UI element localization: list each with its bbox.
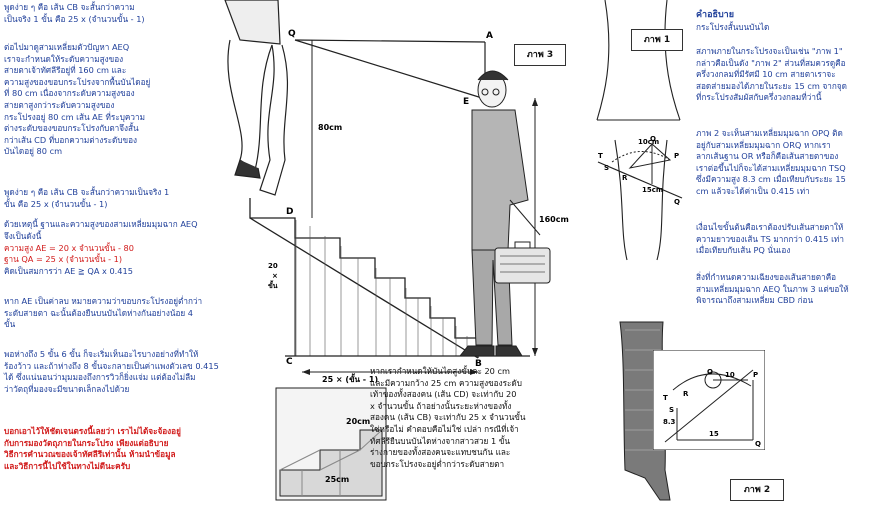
svg-text:S: S <box>604 164 609 172</box>
label-20cm: 20cm <box>346 417 370 426</box>
left-triangle-intro: ด้วยเหตุนี้ ฐานและความสูงของสามเหลี่ยมมุ… <box>4 219 198 241</box>
figure-3-label: ภาพ 3 <box>514 44 566 66</box>
label-25cm: 25cm <box>325 475 349 484</box>
stairs-diagram: Q A E C B D 80cm 160cm 20 × ขั้น 25 × (ข… <box>224 0 569 501</box>
left-disclaimer: บอกเอาไว้ให้ชัดเจนตรงนี้เลยว่า เราไม่ได้… <box>4 426 181 471</box>
right-paragraph-3: เงื่อนไขขั้นต้นคือเราต้องปรับเส้นสายตาให… <box>696 222 844 256</box>
figure-1-label: ภาพ 1 <box>631 29 683 51</box>
svg-text:T: T <box>663 394 668 402</box>
svg-text:R: R <box>683 390 689 398</box>
sightline-qe <box>294 39 483 99</box>
right-paragraph-1: สภาพภายในกระโปรงจะเป็นเช่น "ภาพ 1" กล่าว… <box>696 46 847 103</box>
svg-text:S: S <box>669 406 674 414</box>
svg-text:×: × <box>272 272 278 280</box>
label-base: 25 × (ขั้น - 1) <box>322 373 378 384</box>
man-illustration <box>458 70 541 357</box>
label-d: D <box>286 207 293 217</box>
label-160cm: 160cm <box>539 215 569 224</box>
left-height-formula: ความสูง AE = 20 x จำนวนขั้น - 80 <box>4 243 134 253</box>
right-subheading: กระโปรงสั้นบนบันได <box>696 22 770 32</box>
left-cb-note: พูดง่าย ๆ คือ เส้น CB จะสั้นกว่าความเป็น… <box>4 187 170 209</box>
figure-1-geometry: 10cm O P R Q S T 15cm <box>597 135 683 206</box>
svg-text:Q: Q <box>755 440 761 448</box>
left-aeq-explanation: ต่อไปมาดูสามเหลี่ยมตัวปัญหา AEQ เราจะกำห… <box>4 42 151 157</box>
svg-text:R: R <box>622 174 628 182</box>
staircase <box>249 198 479 359</box>
left-equation: คิดเป็นสมการว่า AE ≧ QA x 0.415 <box>4 266 133 276</box>
svg-text:Q: Q <box>674 198 680 206</box>
svg-text:10cm: 10cm <box>638 138 659 146</box>
svg-text:P: P <box>753 371 758 379</box>
svg-text:T: T <box>598 152 603 160</box>
svg-text:P: P <box>674 152 679 160</box>
figure-1-legs <box>596 0 681 261</box>
line-qa <box>294 39 486 43</box>
right-heading: คำอธิบาย <box>696 10 735 20</box>
label-q: Q <box>288 29 296 39</box>
svg-text:ขั้น: ขั้น <box>268 279 278 290</box>
label-80cm: 80cm <box>318 123 342 132</box>
svg-text:8.3: 8.3 <box>663 418 676 426</box>
label-c: C <box>286 357 293 367</box>
label-e: E <box>463 97 469 107</box>
svg-text:O: O <box>650 135 656 143</box>
label-b: B <box>475 359 482 369</box>
left-negative-note: หาก AE เป็นค่าลบ หมายความว่าขอบกระโปรงอย… <box>4 296 203 330</box>
middle-caption: หากเรากำหนดให้บันไดสูงขั้นละ 20 cm และมี… <box>370 366 526 469</box>
svg-text:10: 10 <box>725 371 735 379</box>
label-a: A <box>486 31 493 41</box>
right-paragraph-4: สิ่งที่กำหนดความเฉียงของเส้นสายตาคือ สาม… <box>696 272 849 306</box>
briefcase-icon <box>494 241 551 284</box>
left-base-formula: ฐาน QA = 25 x (จำนวนขั้น - 1) <box>4 254 123 264</box>
figure-2-geometry: O 10 P T S R 8.3 15 Q <box>653 350 765 450</box>
svg-text:15: 15 <box>709 430 719 438</box>
svg-text:15cm: 15cm <box>642 186 663 194</box>
right-paragraph-2: ภาพ 2 จะเห็นสามเหลี่ยมมุมฉาก OPQ ติด อยู… <box>696 128 846 196</box>
label-20x-steps: 20 <box>268 262 278 270</box>
left-intro: พูดง่าย ๆ คือ เส้น CB จะสั้นกว่าความ เป็… <box>4 2 145 24</box>
woman-legs-illustration <box>224 0 288 196</box>
left-steps-note: พอห่างถึง 5 ขั้น 6 ขั้น ก็จะเริ่มเห็นอะไ… <box>4 349 219 394</box>
step-detail-inset: 25cm 20cm <box>275 387 387 501</box>
svg-text:O: O <box>707 368 713 376</box>
figure-2-label: ภาพ 2 <box>730 479 784 501</box>
